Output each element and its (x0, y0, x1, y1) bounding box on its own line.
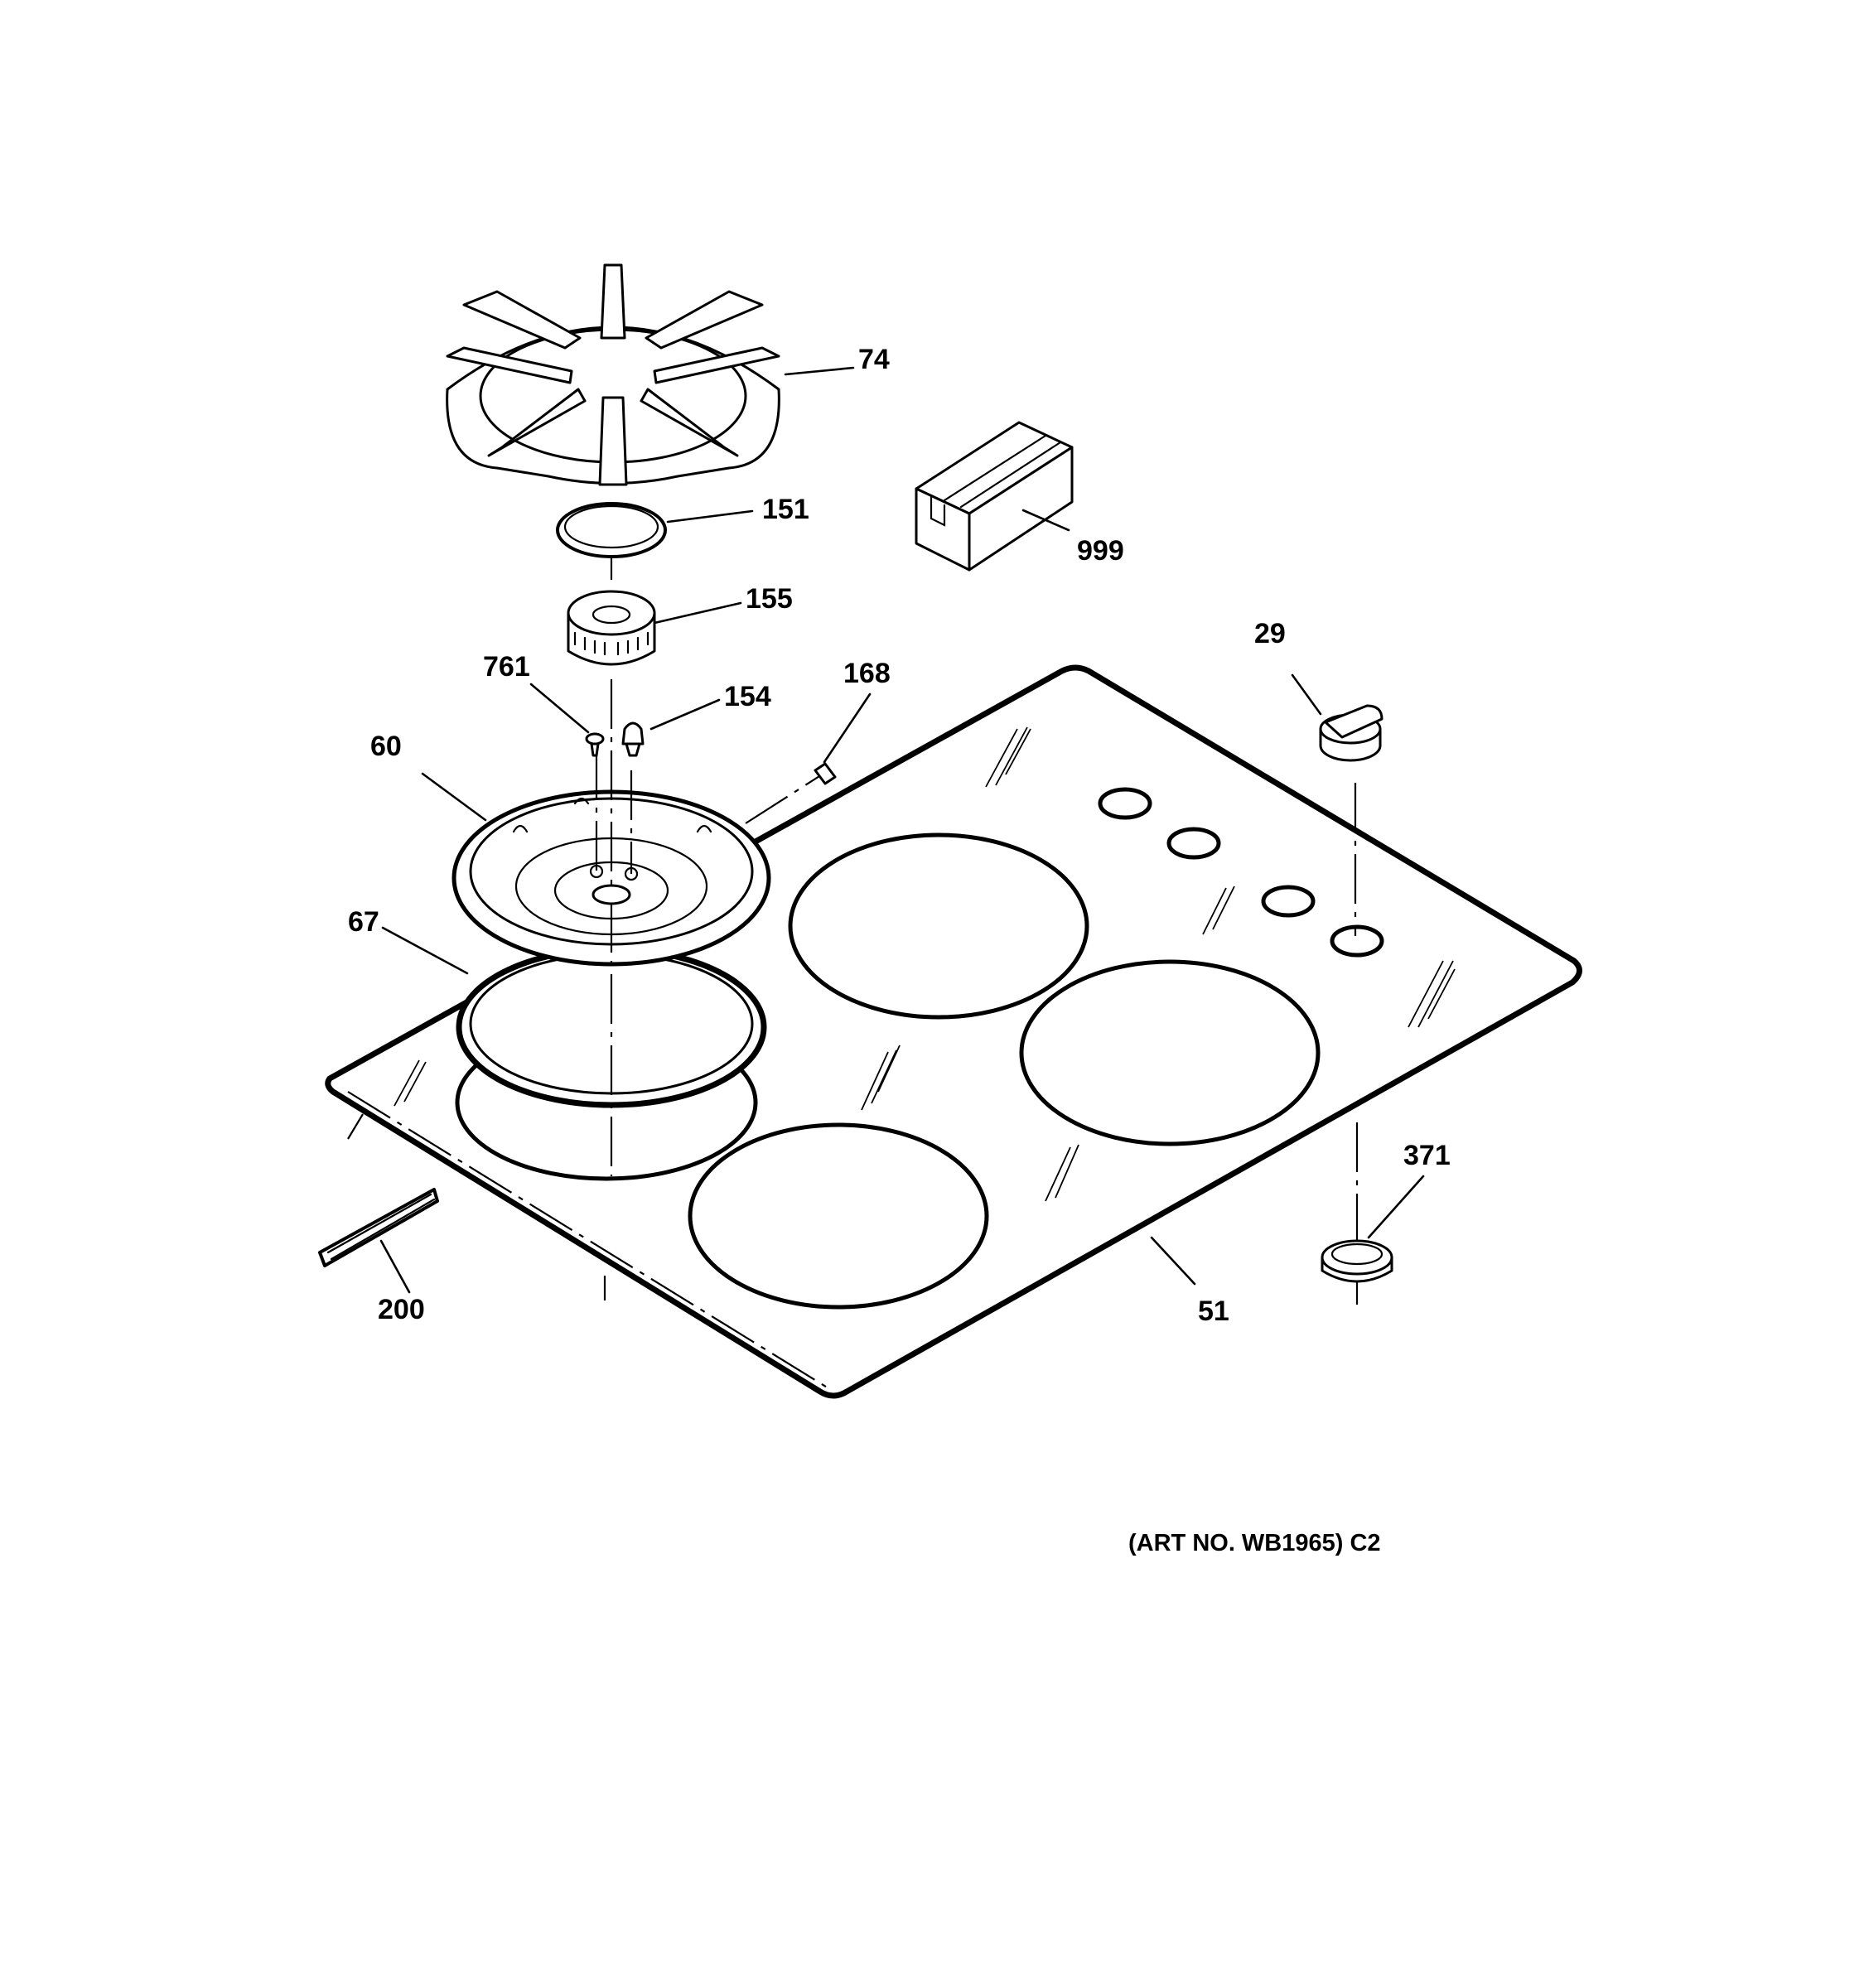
knob-hole-2 (1166, 827, 1221, 860)
burner-cap-151 (556, 502, 667, 558)
control-knob-29 (1319, 704, 1384, 762)
knob-bezel-371 (1321, 1239, 1393, 1283)
knob-hole-1 (1098, 787, 1152, 820)
burner-grate-74 (446, 263, 780, 486)
art-number: (ART NO. WB1965) C2 (1128, 1530, 1381, 1556)
callout-999: 999 (1077, 535, 1124, 567)
callout-60: 60 (370, 731, 402, 762)
callout-761: 761 (483, 651, 530, 683)
callout-168: 168 (843, 658, 891, 689)
burner-opening-rear-right (1019, 959, 1321, 1146)
burner-opening-rear-left (788, 832, 1089, 1020)
callout-371: 371 (1403, 1140, 1451, 1171)
callout-200: 200 (378, 1294, 425, 1325)
callout-74: 74 (858, 344, 890, 375)
burner-opening-front-right (688, 1122, 989, 1310)
clip-168 (814, 762, 837, 785)
glass-reflection-marks (394, 726, 1456, 1202)
knob-hole-3 (1261, 885, 1316, 918)
knob-hole-4 (1330, 924, 1384, 958)
callout-29: 29 (1254, 618, 1286, 649)
parts-package-999 (915, 421, 1074, 572)
leader-lines (379, 366, 1425, 1294)
screw-761 (585, 732, 605, 757)
callout-154: 154 (724, 681, 771, 712)
callout-151: 151 (762, 494, 809, 525)
callout-67: 67 (348, 906, 379, 938)
trim-strip-200 (318, 1188, 439, 1267)
callout-51: 51 (1198, 1296, 1229, 1327)
burner-head-155 (567, 590, 656, 666)
callout-155: 155 (746, 583, 793, 615)
spark-igniter-154 (621, 721, 645, 757)
